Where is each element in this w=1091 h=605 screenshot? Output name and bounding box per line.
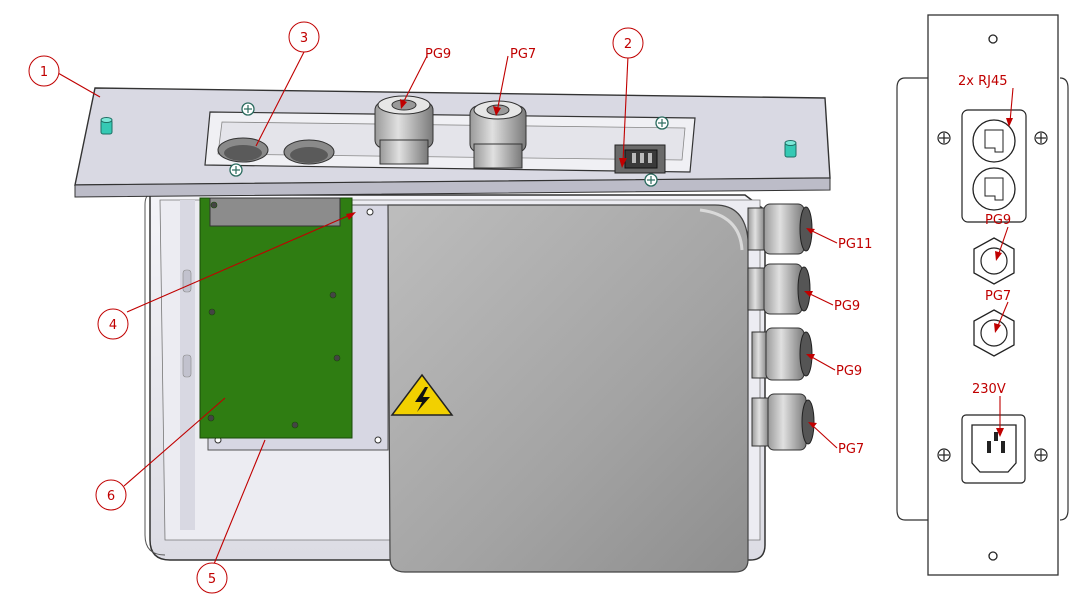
side-gland-pg9-b: [751, 327, 813, 381]
side-panel-view: [896, 14, 1069, 576]
label-panel-rj45: 2x RJ45: [958, 74, 1008, 89]
label-side-pg9-a: PG9: [834, 299, 860, 314]
label-panel-230v: 230V: [972, 382, 1006, 397]
leader-lines: [57, 51, 838, 565]
pcb-board: [199, 197, 353, 439]
callout-2: 2: [624, 37, 632, 52]
callout-4: 4: [109, 318, 117, 333]
leader-arrows: [346, 99, 817, 428]
label-panel-pg7: PG7: [985, 289, 1011, 304]
label-side-pg7: PG7: [838, 442, 864, 457]
side-gland-pg11: [747, 203, 813, 255]
label-top-pg9: PG9: [425, 47, 451, 62]
callout-5: 5: [208, 572, 216, 587]
top-plate: [74, 87, 831, 198]
side-gland-pg9-a: [747, 263, 811, 315]
label-side-pg11: PG11: [838, 237, 872, 252]
cable-gland-icon: [973, 237, 1015, 357]
callout-6: 6: [107, 489, 115, 504]
housing-cover: [387, 204, 749, 573]
side-gland-pg7: [751, 393, 815, 451]
top-gland-pg9: [374, 95, 434, 165]
warning-high-voltage-icon: [390, 373, 454, 416]
rj45-port-icon: [972, 119, 1016, 211]
label-side-pg9-b: PG9: [836, 364, 862, 379]
label-panel-pg9: PG9: [985, 213, 1011, 228]
callout-1: 1: [40, 65, 48, 80]
iec-power-inlet-icon: [961, 414, 1026, 484]
label-top-pg7: PG7: [510, 47, 536, 62]
callout-3: 3: [300, 31, 308, 46]
callout-circles: [28, 21, 644, 594]
